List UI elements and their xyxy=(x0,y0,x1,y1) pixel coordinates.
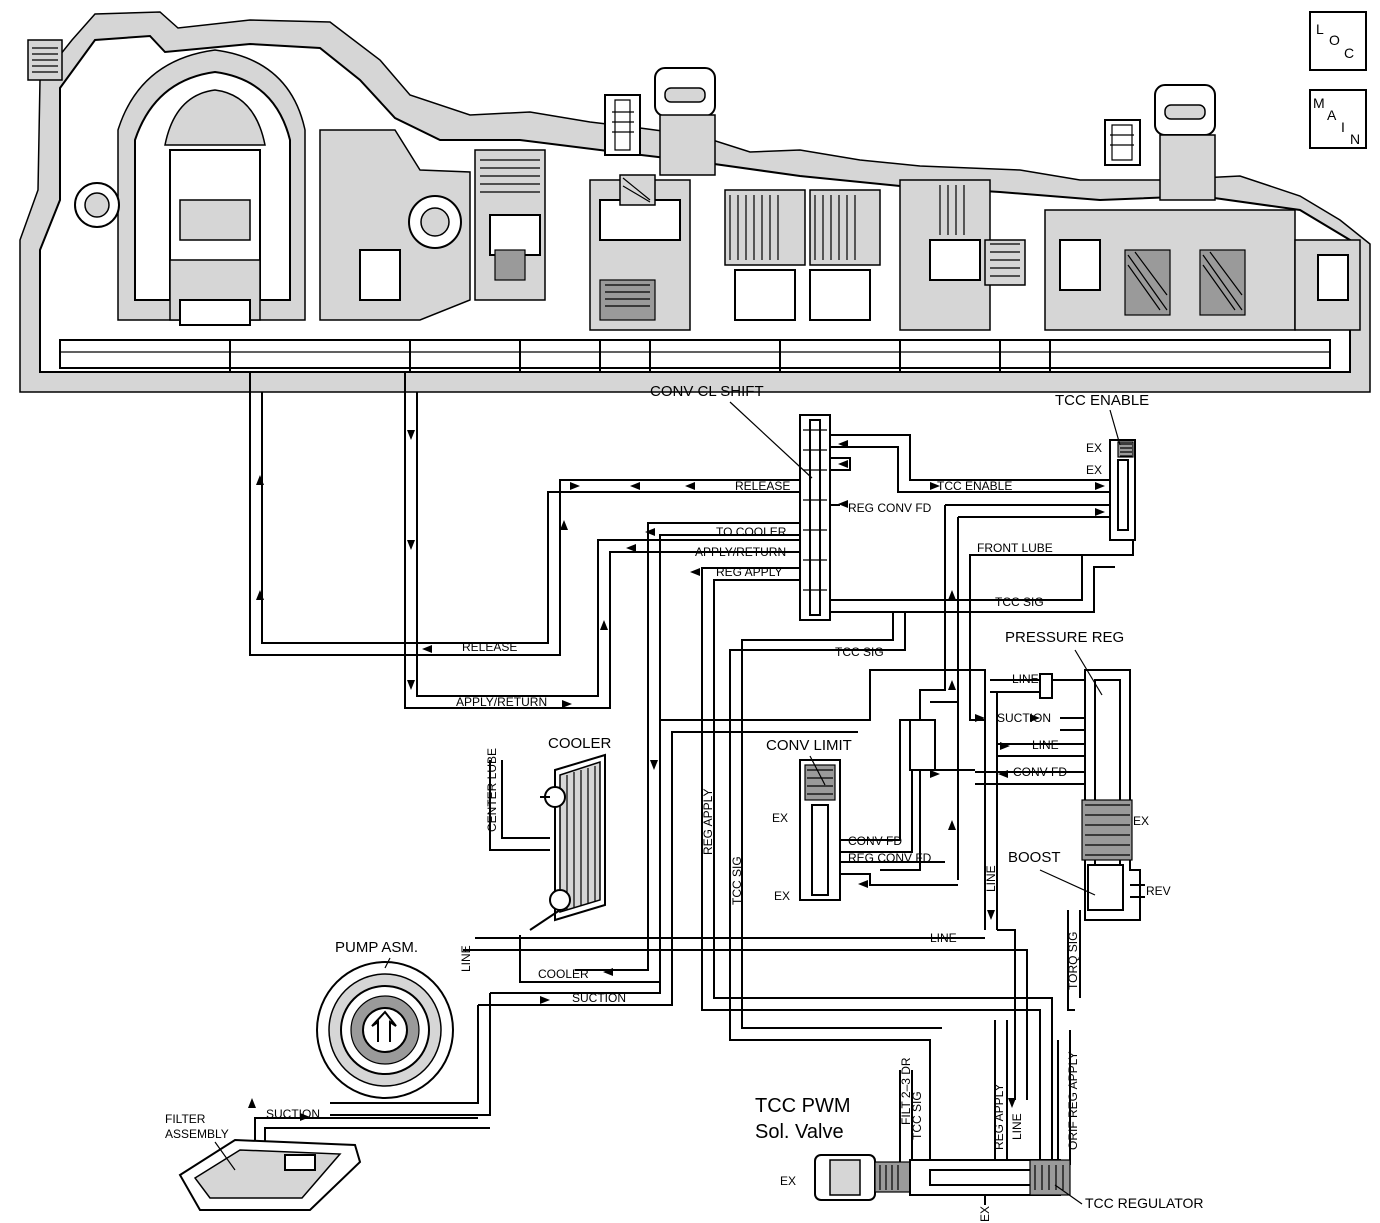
tcc-sig-vertical-label: TCC SIG xyxy=(730,856,744,905)
front-lube-label: FRONT LUBE xyxy=(977,541,1053,555)
loc-letter-c: C xyxy=(1344,45,1354,61)
filter-assembly xyxy=(178,1138,362,1211)
pump-assembly xyxy=(316,961,454,1099)
tcc-regulator-label: TCC REGULATOR xyxy=(1085,1195,1204,1211)
tcc-pwm-solenoid xyxy=(814,1154,1071,1205)
component-labels: CONV CL SHIFT TCC ENABLE PRESSURE REG CO… xyxy=(165,383,1204,1211)
main-letter-i: I xyxy=(1341,119,1345,135)
main-nav-box[interactable]: M A I N xyxy=(1309,89,1367,149)
conv-fd-cl-label: CONV FD xyxy=(848,834,902,848)
cooler xyxy=(529,753,606,931)
filter-label-line1: FILTER xyxy=(165,1112,206,1126)
filt-2-3-dr-label: FILT 2–3 DR xyxy=(899,1057,913,1125)
pressure-reg-ex-label: EX xyxy=(1133,814,1149,828)
apply-return-bottom-label: APPLY/RETURN xyxy=(456,695,547,709)
reg-apply-top-label: REG APPLY xyxy=(716,565,782,579)
line-horizontal-label: LINE xyxy=(930,931,957,945)
conv-limit-ex2-label: EX xyxy=(774,889,790,903)
tcc-enable-passage-label: TCC ENABLE xyxy=(937,479,1012,493)
conv-limit-ex1-label: EX xyxy=(772,811,788,825)
tcc-sig-mid-label: TCC SIG xyxy=(835,645,884,659)
conv-limit-label: CONV LIMIT xyxy=(766,737,852,754)
transmission-cross-section xyxy=(19,11,1371,393)
reg-apply-sol-label: REG APPLY xyxy=(992,1084,1006,1150)
cooler-label: COOLER xyxy=(548,735,612,752)
tcc-sig-sol-label: TCC SIG xyxy=(910,1091,924,1140)
release-top-label: RELEASE xyxy=(735,479,790,493)
reg-ex-label: EX xyxy=(978,1206,992,1222)
line-vertical-label: LINE xyxy=(984,865,998,892)
passage-labels: RELEASE TCC ENABLE REG CONV FD TO COOLER… xyxy=(266,479,1171,1150)
reg-conv-fd-cl-label: REG CONV FD xyxy=(848,851,932,865)
hydraulic-passages xyxy=(249,372,1145,1200)
release-bottom-label: RELEASE xyxy=(462,640,517,654)
main-letter-a: A xyxy=(1327,107,1337,123)
torq-sig-label: TORQ SIG xyxy=(1066,932,1080,990)
tcc-enable-ex2-label: EX xyxy=(1086,463,1102,477)
boost-label: BOOST xyxy=(1008,849,1061,866)
tcc-pwm-label-line2: Sol. Valve xyxy=(755,1121,844,1143)
line-sol-label: LINE xyxy=(1010,1113,1024,1140)
conv-cl-shift-label: CONV CL SHIFT xyxy=(650,383,764,400)
orif-reg-apply-label: ORIF REG APPLY xyxy=(1066,1052,1080,1150)
line-pump-label: LINE xyxy=(459,945,473,972)
suction-mid-label: SUCTION xyxy=(572,991,626,1005)
tcc-enable-ex1-label: EX xyxy=(1086,441,1102,455)
line-pr-mid-label: LINE xyxy=(1032,738,1059,752)
filter-label-line2: ASSEMBLY xyxy=(165,1127,229,1141)
pump-asm-label: PUMP ASM. xyxy=(335,939,418,956)
pressure-reg-label: PRESSURE REG xyxy=(1005,629,1124,646)
suction-low-label: SUCTION xyxy=(266,1107,320,1121)
suction-pr-label: SUCTION xyxy=(997,711,1051,725)
main-letter-n: N xyxy=(1350,131,1360,147)
main-letter-m: M xyxy=(1313,95,1325,111)
center-lube-label: CENTER LUBE xyxy=(485,748,499,832)
tcc-pwm-label-line1: TCC PWM xyxy=(755,1095,851,1117)
reg-apply-vertical-label: REG APPLY xyxy=(701,789,715,855)
apply-return-top-label: APPLY/RETURN xyxy=(695,545,786,559)
reg-conv-fd-top-label: REG CONV FD xyxy=(848,501,932,515)
tcc-enable-label: TCC ENABLE xyxy=(1055,392,1149,409)
flow-arrows xyxy=(248,430,1105,1121)
conv-fd-pr-label: CONV FD xyxy=(1013,765,1067,779)
to-cooler-label: TO COOLER xyxy=(716,525,787,539)
sol-ex-label: EX xyxy=(780,1174,796,1188)
loc-nav-box[interactable]: L O C xyxy=(1309,11,1367,71)
rev-label: REV xyxy=(1146,884,1171,898)
loc-letter-l: L xyxy=(1316,21,1324,37)
exhaust-labels: EX EX EX EX EX EX EX xyxy=(772,441,1149,1222)
line-pr-top-label: LINE xyxy=(1012,672,1039,686)
loc-letter-o: O xyxy=(1329,32,1340,48)
tcc-sig-right-label: TCC SIG xyxy=(995,595,1044,609)
cooler-return-label: COOLER xyxy=(538,967,589,981)
